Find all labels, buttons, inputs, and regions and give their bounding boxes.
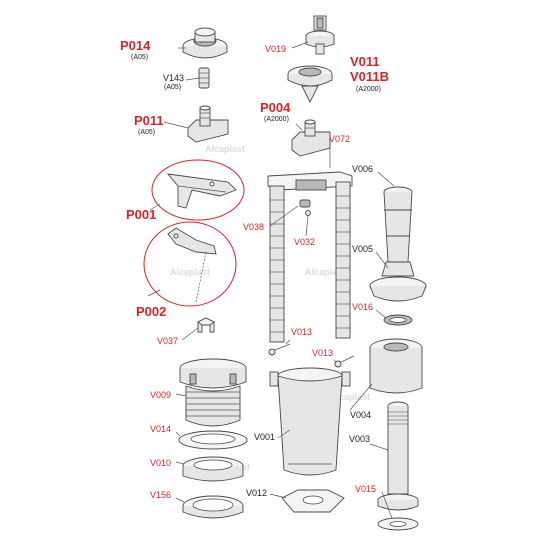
label-v012: V012 [246,488,267,498]
part-v001-float [269,367,351,476]
part-v015-washer [377,517,419,531]
variant-v011: (A2000) [356,86,381,93]
part-p002-lever-chain [167,227,217,303]
label-v004: V004 [350,410,371,420]
part-v032-pin [305,210,311,216]
part-v014-gasket [178,430,248,450]
part-p004-holder [291,119,331,157]
leader-lines [147,41,395,519]
part-v005-seal-body [369,261,427,302]
label-v013-left: V013 [291,327,312,337]
label-p004: P004 [260,100,291,115]
part-v003-threaded-tube [377,401,419,511]
part-v016-seal-ring [383,314,413,326]
label-v156: V156 [150,490,171,500]
part-p011-button [187,105,229,143]
label-v003: V003 [349,434,370,444]
part-v004-weight [369,338,423,394]
part-v013-pin-left [268,343,291,356]
label-v011b: V011B [350,69,389,84]
part-p001-lever [166,173,237,209]
label-v016: V016 [352,302,373,312]
variant-p014: (A05) [131,54,148,61]
part-p014-button [182,27,228,59]
part-v072-frame [267,171,353,343]
label-p002: P002 [136,304,166,319]
part-v156-ring [182,495,244,519]
label-v009: V009 [150,390,171,400]
part-v143-pin [198,67,210,89]
label-p014: P014 [120,38,151,53]
watermark: Alcaplast [330,392,370,402]
label-v014: V014 [150,424,171,434]
label-v005: V005 [352,244,373,254]
label-v006: V006 [352,164,373,174]
label-v038: V038 [243,222,264,232]
p001-highlight-ring [151,159,245,221]
p002-highlight-ring [143,221,237,307]
part-v006-overflow-tube [383,186,413,263]
part-v012-plate [281,489,345,513]
watermark: Alcaplast [305,267,345,277]
variant-v143: (A05) [164,84,181,91]
part-v009-threaded-body [179,358,247,427]
part-v037-clip [197,317,215,333]
label-v037: V037 [157,336,178,346]
part-v013-pin-right [334,355,355,368]
label-v010: V010 [150,458,171,468]
part-v010-nut [182,456,244,482]
label-v015: V015 [355,484,376,494]
watermark: Alcaplast [170,267,210,277]
label-p001: P001 [126,207,156,222]
label-v072: V072 [329,134,350,144]
label-v001: V001 [254,432,275,442]
label-v011: V011 [350,54,380,69]
label-v019: V019 [265,44,286,54]
label-v143: V143 [163,73,184,83]
part-v038-spring [299,199,311,208]
watermark: Alcaplast [205,144,245,154]
variant-p011: (A05) [138,129,155,136]
label-v013-right: V013 [312,348,333,358]
part-v011-button [287,65,333,104]
variant-p004: (A2000) [264,116,289,123]
label-p011: P011 [134,113,164,128]
part-v019-stem [305,15,335,55]
label-v032: V032 [294,237,315,247]
